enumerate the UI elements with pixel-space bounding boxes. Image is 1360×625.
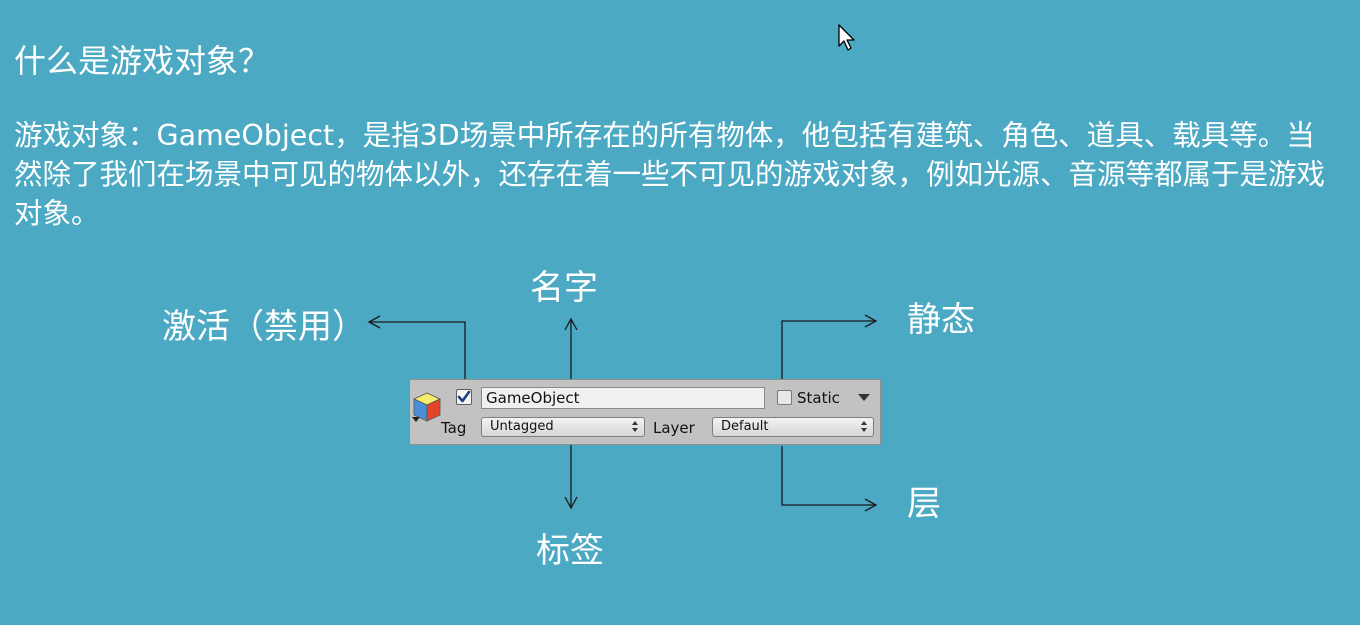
layer-arrow [781,446,876,506]
inspector-header-panel: GameObject Static Tag Untagged Layer Def… [409,379,881,445]
updown-arrows-icon [861,421,867,433]
object-name-field[interactable]: GameObject [481,387,765,409]
active-arrow [369,321,466,383]
static-arrowhead [864,314,878,328]
tag-dropdown[interactable]: Untagged [481,417,645,437]
static-checkbox[interactable] [777,390,792,405]
slide-title: 什么是游戏对象？ [14,42,271,80]
slide-body-text: 游戏对象：GameObject，是指3D场景中所存在的所有物体，他包括有建筑、角… [14,119,1326,230]
name-arrowhead [564,317,578,331]
tag-dropdown-value: Untagged [490,419,554,434]
layer-dropdown-value: Default [721,419,769,434]
static-arrow [781,320,876,379]
tag-arrowhead [564,496,578,510]
active-checkbox[interactable] [456,389,472,405]
updown-arrows-icon [632,421,638,433]
checkmark-icon [457,390,471,403]
layer-label: Layer [653,419,695,437]
layer-arrowhead [864,498,878,512]
layer-dropdown[interactable]: Default [712,417,874,437]
gameobject-cube-icon[interactable] [410,390,444,428]
callout-name-label: 名字 [530,268,598,308]
mouse-cursor-icon [838,24,855,51]
callout-active-label: 激活（禁用） [162,307,366,347]
callout-static-label: 静态 [907,300,975,340]
chevron-down-icon[interactable] [858,394,870,401]
callout-tag-label: 标签 [536,531,604,571]
active-arrowhead [367,315,381,329]
tag-label: Tag [441,419,467,437]
static-label: Static [797,389,840,407]
callout-layer-label: 层 [907,484,941,524]
